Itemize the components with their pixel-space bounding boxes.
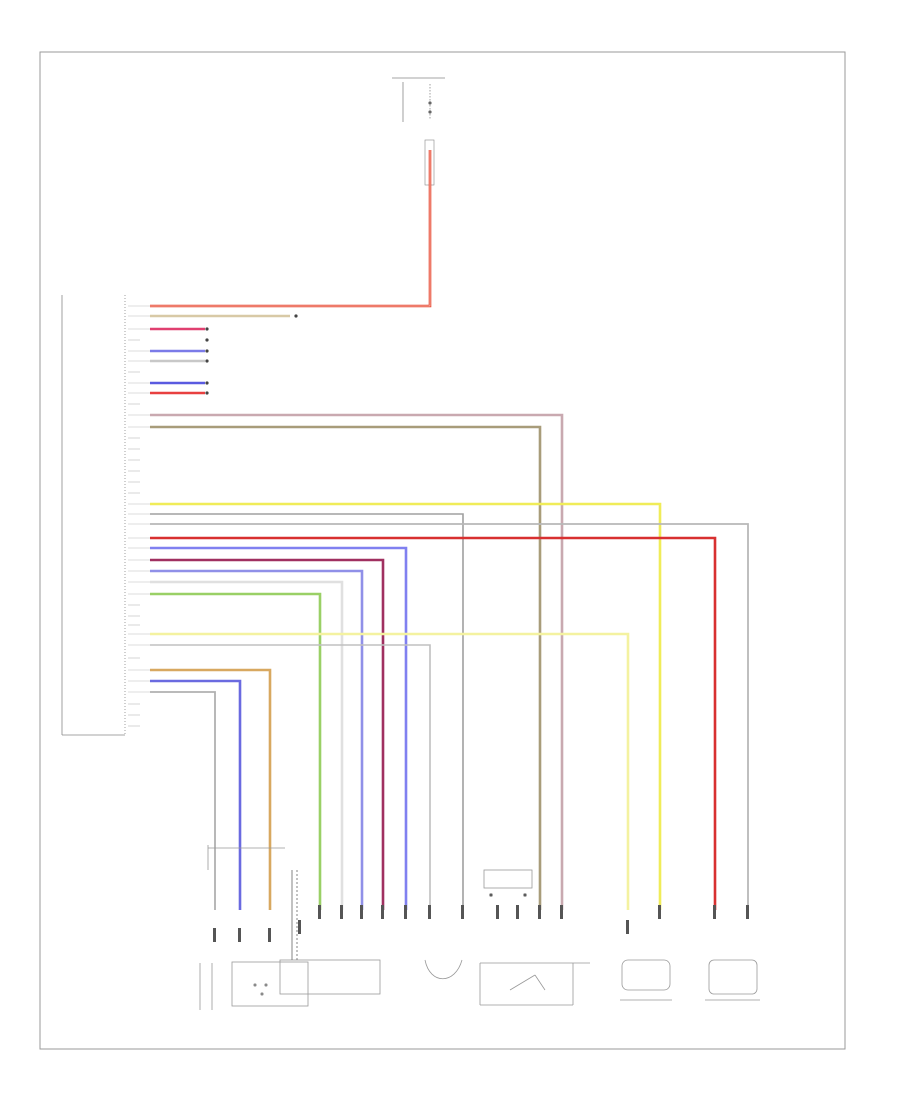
wire-34: [150, 569, 364, 910]
top-fuse: [392, 77, 445, 186]
wire-37: [150, 632, 630, 910]
bottom-connectors: [213, 905, 749, 942]
wire-40: [150, 668, 272, 910]
wire-29: [150, 513, 464, 910]
wire-28: [150, 502, 662, 910]
wire-33: [150, 558, 385, 910]
wire-30: [150, 523, 749, 910]
wire-16: [150, 425, 542, 910]
wires: [150, 150, 749, 910]
wire-15: [150, 413, 564, 910]
wire-fuse-feed: [150, 150, 432, 308]
control-module: [61, 295, 126, 736]
transmission-components: [199, 845, 760, 1010]
wire-38: [150, 644, 431, 910]
wire-35: [150, 580, 344, 910]
diagram-frame: [39, 51, 846, 1050]
wire-31: [150, 536, 717, 910]
module-pins: [128, 305, 150, 727]
wire-32: [150, 546, 408, 910]
wire-41: [150, 679, 242, 910]
wire-36: [150, 592, 322, 910]
offpage-arrows: [205, 314, 298, 395]
wire-42: [150, 691, 216, 910]
